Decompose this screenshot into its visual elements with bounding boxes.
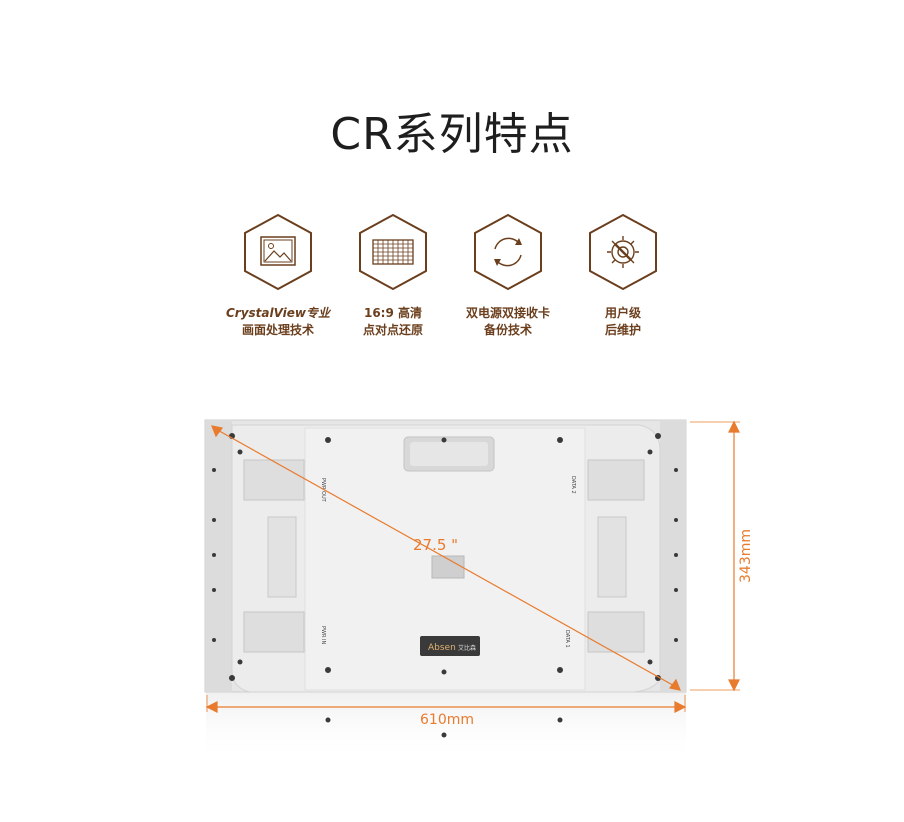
gear-wrench-icon [589, 213, 657, 291]
port-label-data-2: DATA 2 [570, 476, 576, 494]
feature-label-line1: 双电源双接收卡 [465, 306, 550, 320]
feature-label-line2: 点对点还原 [362, 323, 423, 337]
feature-label-line1: 用户级 [604, 306, 641, 320]
feature-label-line2: 画面处理技术 [241, 323, 314, 337]
feature-crystalview: CrystalView专业画面处理技术 [223, 213, 333, 339]
feature-label-line2: 后维护 [604, 323, 641, 337]
diagonal-dimension-line [213, 427, 679, 689]
port-label-pwr-in: PWR IN [320, 626, 326, 644]
diagonal-size-label: 27.5 " [413, 536, 459, 554]
svg-text:艾比森: 艾比森 [458, 644, 476, 652]
image-icon [244, 213, 312, 291]
port-label-pwr-out: PWR OUT [320, 478, 326, 503]
port-label-data-1: DATA 1 [564, 630, 570, 648]
grid-icon [359, 213, 427, 291]
brand-logo: Absen [428, 643, 456, 653]
feature-backup: 双电源双接收卡备份技术 [453, 213, 563, 339]
refresh-icon [474, 213, 542, 291]
feature-label-line1: 16:9 高清 [363, 306, 423, 320]
width-label: 610mm [420, 712, 474, 728]
feature-maintenance: 用户级后维护 [568, 213, 678, 339]
feature-label-line1: CrystalView专业 [225, 306, 331, 320]
feature-label-line2: 备份技术 [483, 323, 532, 337]
feature-hd: 16:9 高清点对点还原 [338, 213, 448, 339]
height-label: 343mm [738, 529, 754, 583]
page-title: CR系列特点 [330, 109, 574, 160]
